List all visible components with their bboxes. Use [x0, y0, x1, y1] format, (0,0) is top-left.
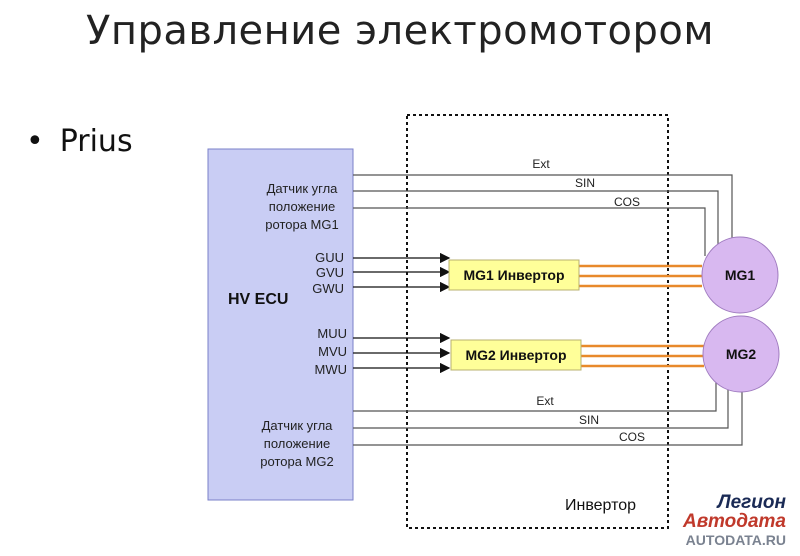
- sensor-mg2-line1: Датчик угла: [262, 418, 334, 433]
- mg1-motor-circle: [701, 236, 779, 314]
- sensor-mg1-line1: Датчик угла: [267, 181, 339, 196]
- resolver-mg1-ext-label: Ext: [532, 157, 550, 171]
- resolver-lines-mg1: [353, 174, 733, 256]
- mg2-inverter-label: MG2 Инвертор: [465, 347, 566, 363]
- resolver-line-mg2-cos: [353, 382, 743, 446]
- signal-gwu: GWU: [312, 281, 344, 296]
- inverter-enclosure-label: Инвертор: [565, 497, 636, 514]
- autodata-watermark: Легион Автодата AUTODATA.RU: [683, 492, 786, 548]
- mg1-control-arrows: [353, 252, 451, 293]
- signal-muu: MUU: [317, 326, 347, 341]
- sensor-mg2-line2: положение: [264, 436, 330, 451]
- mg1-inverter-box: [448, 259, 580, 291]
- mg1-inverter-label: MG1 Инвертор: [463, 267, 564, 283]
- inverter-enclosure: [406, 114, 669, 529]
- sensor-mg2-line3: ротора MG2: [260, 454, 333, 469]
- mg2-motor-label: MG2: [726, 346, 757, 362]
- mg1-motor-label: MG1: [725, 267, 756, 283]
- hv-ecu-block: [207, 148, 354, 501]
- mg2-inverter-box: [450, 339, 582, 371]
- mg2-control-arrows: [353, 332, 451, 374]
- resolver-mg1-cos-label: COS: [614, 195, 640, 209]
- resolver-line-mg2-ext: [353, 380, 717, 412]
- bullet-text: Prius: [59, 124, 133, 159]
- resolver-mg2-cos-label: COS: [619, 430, 645, 444]
- signal-mvu: MVU: [318, 344, 347, 359]
- resolver-line-mg1-ext: [353, 174, 733, 240]
- slide-title: Управление электромотором: [85, 8, 715, 54]
- signal-mwu: MWU: [315, 362, 348, 377]
- resolver-lines-mg2: [353, 380, 743, 446]
- resolver-line-mg2-sin: [353, 386, 729, 429]
- resolver-mg2-sin-label: SIN: [579, 413, 599, 427]
- resolver-mg2-ext-label: Ext: [536, 394, 554, 408]
- resolver-line-mg1-sin: [353, 190, 719, 246]
- bullet-item: • Prius: [26, 124, 133, 159]
- power-lines-mg1: [579, 264, 702, 288]
- sensor-mg1-line2: положение: [269, 199, 335, 214]
- hv-ecu-label: HV ECU: [228, 291, 288, 308]
- watermark-line-2: Автодата: [683, 511, 786, 532]
- resolver-line-mg1-cos: [353, 207, 706, 256]
- signal-gvu: GVU: [316, 265, 344, 280]
- power-lines-mg2: [581, 344, 704, 368]
- sensor-mg1-line3: ротора MG1: [265, 217, 338, 232]
- mg2-motor-circle: [702, 315, 780, 393]
- bullet-dot: •: [26, 124, 44, 159]
- watermark-line-3: AUTODATA.RU: [685, 532, 786, 548]
- watermark-line-1: Легион: [717, 492, 786, 513]
- signal-guu: GUU: [315, 250, 344, 265]
- resolver-mg1-sin-label: SIN: [575, 176, 595, 190]
